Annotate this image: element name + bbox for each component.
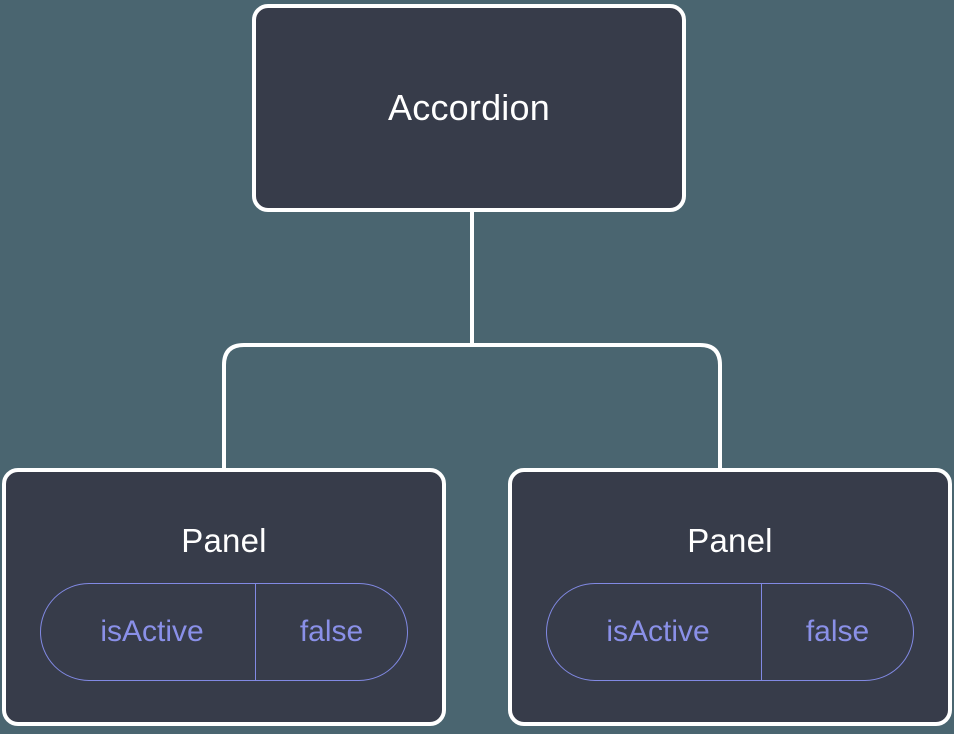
state-value-panel-2: false [761, 584, 913, 680]
state-key-panel-1: isActive [100, 615, 204, 648]
node-panel-1[interactable]: Panel isActive false [2, 468, 446, 726]
node-panel-2-title: Panel [687, 522, 773, 559]
node-panel-1-title: Panel [181, 522, 267, 559]
state-badge-panel-2[interactable]: isActive false [546, 583, 914, 681]
edge-branch-bus [222, 343, 722, 470]
node-accordion[interactable]: Accordion [252, 4, 686, 212]
state-value-panel-1: false [255, 584, 407, 680]
node-accordion-title: Accordion [388, 87, 550, 128]
state-badge-panel-1[interactable]: isActive false [40, 583, 408, 681]
node-panel-2-state-wrap: isActive false [512, 583, 948, 681]
node-panel-1-state-wrap: isActive false [6, 583, 442, 681]
node-panel-2[interactable]: Panel isActive false [508, 468, 952, 726]
state-key-panel-2: isActive [606, 615, 710, 648]
